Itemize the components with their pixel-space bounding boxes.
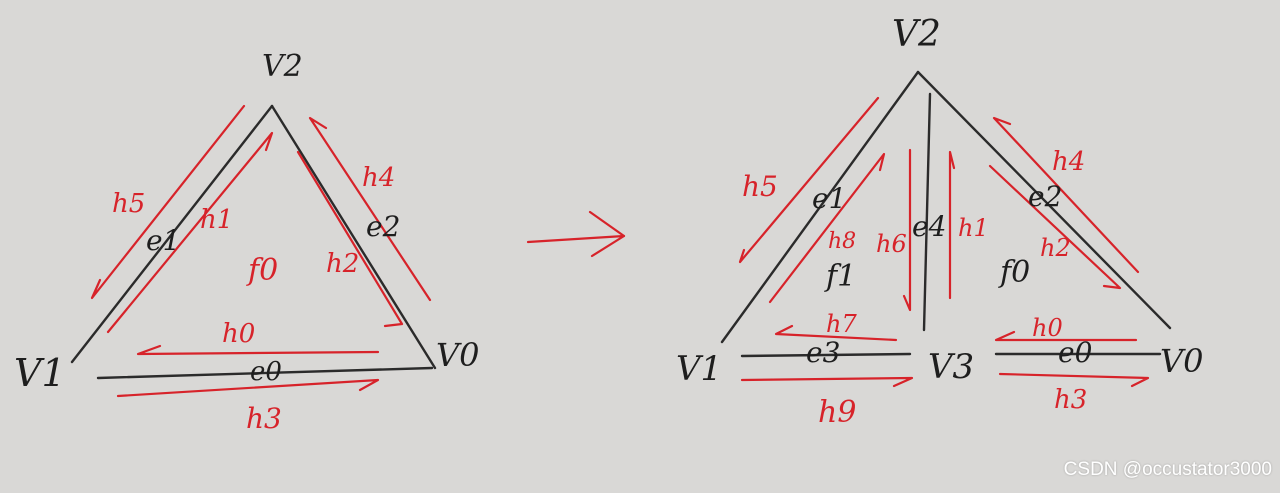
right-vertex-v1: V1 <box>676 349 722 389</box>
left-label-h0: h0 <box>222 319 255 349</box>
right-halfedge-h2 <box>988 164 1122 290</box>
right-halfedge-h6 <box>902 148 912 312</box>
left-halfedge-h5 <box>90 104 246 300</box>
right-halfedge-h5 <box>738 96 880 264</box>
left-edge-e0 <box>96 366 434 380</box>
left-label-h3: h3 <box>246 402 282 435</box>
left-edge-e2 <box>270 104 437 370</box>
right-vertex-v0: V0 <box>1160 342 1203 380</box>
right-label-e1: e1 <box>812 182 846 215</box>
left-label-h4: h4 <box>362 163 395 193</box>
right-label-e0: e0 <box>1058 336 1092 369</box>
right-label-h1: h1 <box>958 214 989 242</box>
right-label-e2: e2 <box>1028 180 1062 213</box>
right-label-h6: h6 <box>876 230 907 258</box>
watermark: CSDN @occustator3000 <box>1063 459 1272 480</box>
right-label-h3: h3 <box>1054 385 1087 415</box>
right-halfedge-h0 <box>994 330 1138 342</box>
left-face-f0: f0 <box>246 253 278 288</box>
left-vertex-v2: V2 <box>262 49 303 84</box>
left-label-h5: h5 <box>112 189 145 219</box>
right-halfedge-h8 <box>768 152 886 304</box>
right-label-h9: h9 <box>818 395 856 430</box>
right-label-h8: h8 <box>828 229 856 254</box>
right-edge-e3 <box>740 352 912 358</box>
right-face-f1: f1 <box>824 259 856 294</box>
left-halfedge-h0 <box>136 344 380 356</box>
right-label-h0: h0 <box>1032 314 1063 342</box>
right-halfedge-h3 <box>998 372 1150 388</box>
left-halfedge-h4 <box>308 116 432 302</box>
left-vertex-v0: V0 <box>436 336 479 374</box>
left-mesh: V2 V1 V0 e1 e2 e0 f0 h5 h1 h2 h4 h0 h3 <box>14 49 479 435</box>
left-halfedge-h2 <box>296 150 404 328</box>
left-label-e2: e2 <box>366 210 400 243</box>
arrow-head <box>588 210 626 258</box>
right-vertex-v3: V3 <box>928 347 974 387</box>
right-vertex-v2: V2 <box>892 14 941 55</box>
right-halfedge-h4 <box>992 116 1140 274</box>
right-label-h7: h7 <box>826 310 857 338</box>
arrow-shaft <box>526 234 626 244</box>
right-halfedge-h7 <box>774 324 898 342</box>
right-label-h5: h5 <box>742 170 778 203</box>
left-halfedge-h3 <box>116 378 380 398</box>
left-halfedge-h1 <box>106 131 274 334</box>
right-halfedge-h9 <box>740 376 914 388</box>
right-label-h2: h2 <box>1040 234 1071 262</box>
right-face-f0: f0 <box>998 255 1030 290</box>
right-label-e3: e3 <box>806 336 840 369</box>
left-edge-e1 <box>70 104 274 364</box>
left-label-h2: h2 <box>326 249 359 279</box>
left-label-e0: e0 <box>250 357 282 387</box>
transform-arrow <box>526 210 626 258</box>
right-edge-e4 <box>922 92 932 332</box>
right-edge-e1 <box>720 70 920 344</box>
left-label-e1: e1 <box>146 224 180 257</box>
right-edge-e2 <box>916 70 1172 330</box>
right-mesh: V2 V1 V3 V0 e1 e2 e4 e3 e0 f1 f0 h5 h8 h… <box>676 14 1203 430</box>
right-label-h4: h4 <box>1052 147 1085 177</box>
right-halfedge-h1 <box>948 150 956 300</box>
left-label-h1: h1 <box>200 205 233 235</box>
left-vertex-v1: V1 <box>14 351 66 395</box>
right-label-e4: e4 <box>912 210 946 243</box>
